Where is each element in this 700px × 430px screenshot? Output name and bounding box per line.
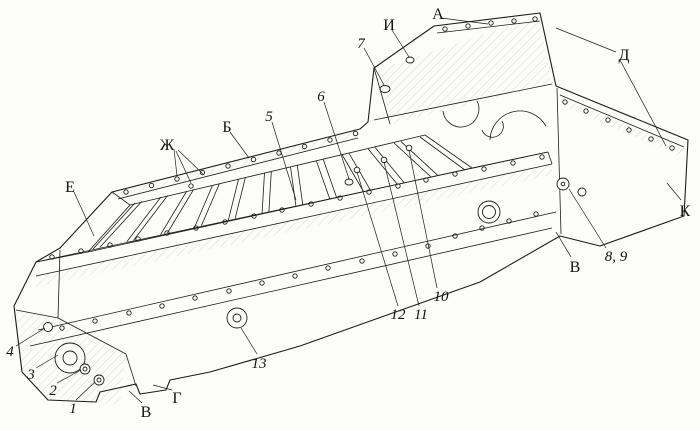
- callout-letter-zh: Ж: [160, 137, 175, 154]
- callout-number-12: 12: [391, 307, 407, 323]
- callout-letter-v-bottom: В: [141, 404, 152, 421]
- callout-number-4: 4: [6, 344, 14, 360]
- bolt-holes-near-rail: [49, 154, 545, 260]
- callout-letter-g: Г: [172, 390, 181, 407]
- side-boss-13: [226, 307, 248, 329]
- block-silhouette: [13, 12, 689, 403]
- callout-letter-a: А: [432, 6, 444, 23]
- callout-letter-i: И: [383, 17, 395, 34]
- callout-number-11: 11: [414, 307, 428, 323]
- callout-letter-d: Д: [619, 47, 630, 64]
- callout-letter-e: Е: [65, 179, 75, 196]
- leader-lines: [15, 17, 682, 404]
- callout-number-2: 2: [49, 383, 57, 399]
- callout-number-5: 5: [265, 109, 273, 125]
- crankcase-ribs: [92, 136, 466, 250]
- callout-number-3: 3: [26, 367, 35, 383]
- rear-face-holes-8-9: [556, 177, 587, 197]
- deck-small-holes: [344, 56, 415, 186]
- callout-number-8-9: 8, 9: [605, 249, 628, 265]
- callout-number-13: 13: [252, 356, 267, 372]
- callout-number-7: 7: [357, 36, 366, 52]
- callout-letter-b: Б: [222, 119, 231, 136]
- callout-number-6: 6: [317, 89, 325, 105]
- hatching: [16, 17, 684, 404]
- front-end-bores: [43, 322, 105, 386]
- callout-letter-k: К: [680, 203, 691, 220]
- deck-and-flanges: [15, 20, 685, 387]
- side-port-boss: [477, 200, 501, 224]
- bearing-cutouts: [442, 100, 547, 141]
- callout-letter-v-right: В: [570, 259, 581, 276]
- callout-labels: И А 7 Д Ж Б 5 6 Е К В 8, 9 10 11 12 13 4…: [6, 6, 690, 421]
- callout-number-10: 10: [434, 289, 450, 305]
- callout-number-1: 1: [69, 401, 77, 417]
